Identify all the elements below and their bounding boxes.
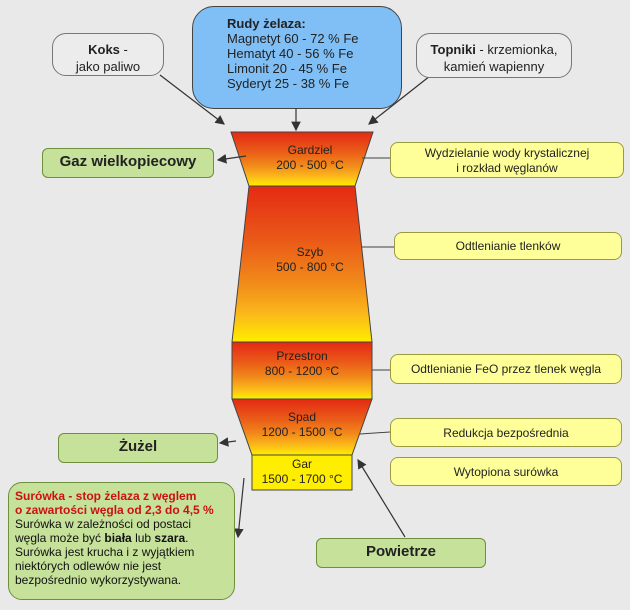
process-reduction-box: Redukcja bezpośrednia — [390, 418, 622, 447]
surowka-text-4: niektórych odlewów nie jest — [15, 559, 162, 573]
zone-szyb-label: Szyb 500 - 800 °C — [240, 245, 380, 275]
arrow-slag — [218, 437, 237, 447]
surowka-biala: biała — [104, 531, 132, 545]
surowka-heading-1: Surówka - stop żelaza z węglem — [15, 489, 197, 503]
zone-spad-temp: 1200 - 1500 °C — [261, 425, 343, 439]
zone-spad-label: Spad 1200 - 1500 °C — [232, 410, 372, 440]
zone-przestron-temp: 800 - 1200 °C — [264, 364, 340, 378]
gas-box: Gaz wielkopiecowy — [42, 148, 214, 178]
connector-4 — [359, 431, 391, 435]
slag-label: Żużel — [118, 438, 158, 455]
koks-title: Koks — [88, 42, 120, 57]
zone-gar-name: Gar — [291, 457, 312, 471]
topniki-line2: kamień wapienny — [443, 59, 545, 74]
process-feo-label: Odtlenianie FeO przez tlenek węgla — [410, 362, 602, 376]
ore-hematyt: Hematyt 40 - 56 % Fe — [227, 46, 354, 61]
zone-przestron-shape — [231, 341, 373, 400]
surowka-heading-2: o zawartości węgla od 2,3 do 4,5 % — [15, 503, 214, 517]
furnace-body — [230, 131, 374, 491]
process-feo-box: Odtlenianie FeO przez tlenek węgla — [390, 354, 622, 384]
ore-box: Rudy żelaza: Magnetyt 60 - 72 % Fe Hemat… — [192, 6, 402, 109]
surowka-text-2c: . — [185, 531, 189, 545]
arrow-air — [357, 458, 406, 538]
process-water-box: Wydzielanie wody krystalicznej i rozkład… — [390, 142, 624, 178]
slag-box: Żużel — [58, 433, 218, 463]
koks-suffix: - — [119, 42, 128, 57]
surowka-text-5: bezpośrednio wykorzystywana. — [15, 573, 182, 587]
ore-syderyt: Syderyt 25 - 38 % Fe — [227, 76, 350, 91]
process-water-line2: i rozkład węglanów — [456, 161, 558, 175]
surowka-szara: szara — [154, 531, 186, 545]
gas-label: Gaz wielkopiecowy — [59, 153, 197, 170]
surowka-text-2b: lub — [131, 531, 155, 545]
zone-szyb-temp: 500 - 800 °C — [276, 260, 344, 274]
zone-gardziel-temp: 200 - 500 °C — [276, 158, 344, 172]
ore-magnetyt: Magnetyt 60 - 72 % Fe — [227, 31, 359, 46]
surowka-text-2a: węgla może być — [15, 531, 105, 545]
process-reduction-label: Redukcja bezpośrednia — [443, 426, 569, 440]
zone-przestron-label: Przestron 800 - 1200 °C — [232, 349, 372, 379]
process-smelted-label: Wytopiona surówka — [453, 465, 559, 479]
process-oxides-label: Odtlenianie tlenków — [455, 239, 561, 253]
zone-szyb-name: Szyb — [296, 245, 324, 259]
topniki-title: Topniki — [430, 42, 476, 57]
arrow-topniki — [368, 75, 431, 125]
air-label: Powietrze — [365, 543, 437, 560]
zone-gar-temp: 1500 - 1700 °C — [261, 472, 343, 486]
process-oxides-box: Odtlenianie tlenków — [394, 232, 622, 260]
zone-gar-label: Gar 1500 - 1700 °C — [232, 457, 372, 487]
koks-box: Koks - jako paliwo — [52, 33, 164, 76]
ore-title: Rudy żelaza: — [227, 16, 306, 31]
koks-desc: jako paliwo — [75, 59, 141, 74]
zone-gardziel-label: Gardziel 200 - 500 °C — [240, 143, 380, 173]
arrow-surowka — [234, 477, 245, 539]
topniki-rest: - krzemionka, — [475, 42, 558, 57]
process-smelted-box: Wytopiona surówka — [390, 457, 622, 486]
arrow-koks — [159, 74, 225, 125]
topniki-box: Topniki - krzemionka, kamień wapienny — [416, 33, 572, 78]
zone-przestron-name: Przestron — [276, 349, 328, 363]
surowka-info-box: Surówka - stop żelaza z węglem o zawarto… — [8, 482, 235, 600]
arrow-gas — [216, 154, 247, 164]
zone-gar-shape — [251, 454, 353, 491]
air-box: Powietrze — [316, 538, 486, 568]
surowka-text-1: Surówka w zależności od postaci — [15, 517, 192, 531]
zone-gardziel-name: Gardziel — [287, 143, 333, 157]
process-water-line1: Wydzielanie wody krystalicznej — [424, 146, 590, 160]
zone-spad-name: Spad — [287, 410, 317, 424]
surowka-text-3: Surówka jest krucha i z wyjątkiem — [15, 545, 195, 559]
ore-limonit: Limonit 20 - 45 % Fe — [227, 61, 347, 76]
